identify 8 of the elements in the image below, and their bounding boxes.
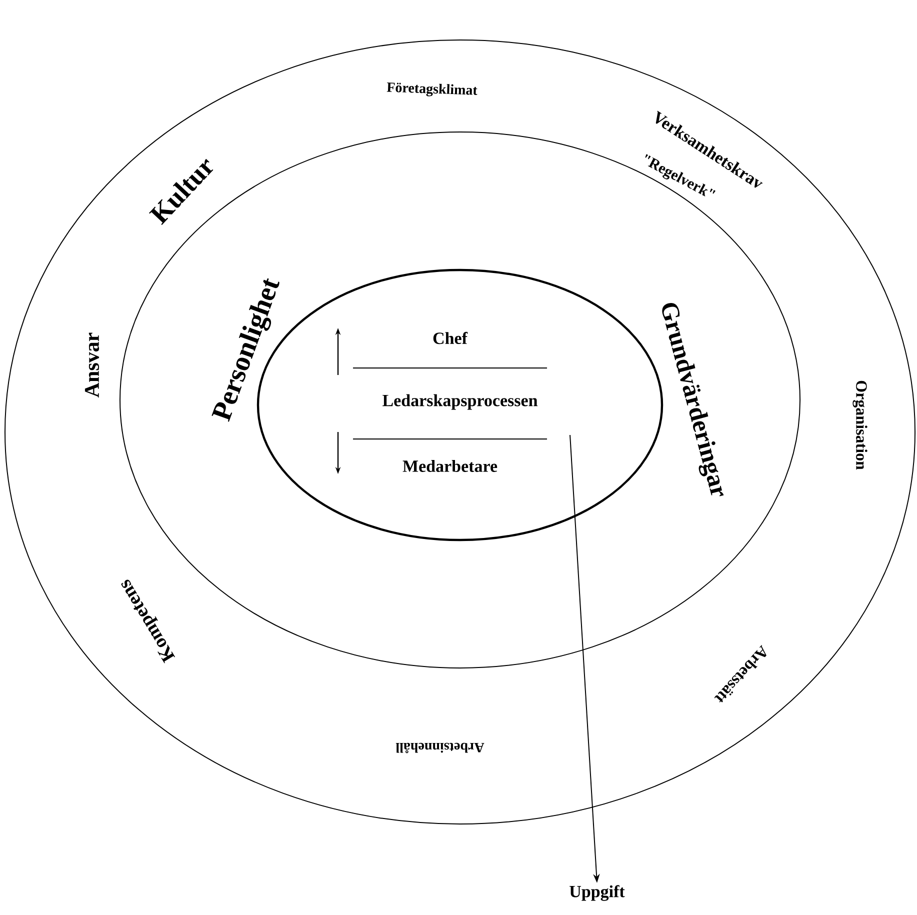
ring-label: Medarbetare <box>402 460 498 472</box>
ring-label: Chef <box>433 332 468 344</box>
ring-label: Organisation <box>852 380 868 470</box>
ring-label: Ansvar <box>84 332 100 398</box>
text-label: Uppgift <box>570 885 625 901</box>
ring-label: Företagsklimat <box>386 82 478 96</box>
ring-label: Arbetsinnehåll <box>396 742 484 754</box>
ring-label: Ledarskapsprocessen <box>382 394 538 410</box>
